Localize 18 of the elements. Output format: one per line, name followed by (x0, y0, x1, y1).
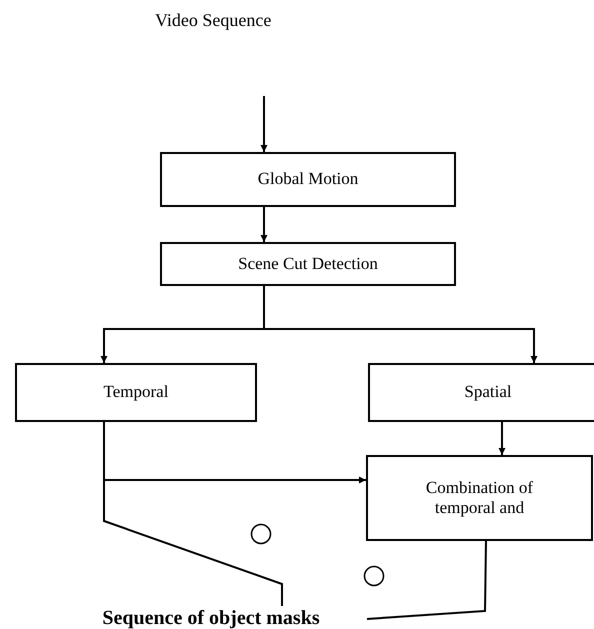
box-label: Combination of temporal and (424, 478, 534, 518)
process-box (368, 363, 594, 422)
process-box (160, 242, 456, 286)
box-label: Spatial (464, 382, 512, 403)
arrow (498, 422, 506, 455)
output-text: Sequence of object masks (102, 606, 320, 629)
connector-line (366, 540, 487, 620)
arrow (260, 207, 268, 242)
box-label: Temporal (104, 382, 168, 403)
process-box (160, 152, 456, 207)
process-box (15, 363, 257, 422)
box-label: Scene Cut Detection (238, 254, 378, 274)
arrow (263, 286, 538, 363)
connector-line (103, 422, 283, 606)
diagram-title: Video Sequence (155, 10, 272, 31)
arrow (260, 96, 268, 152)
box-label: Global Motion (258, 169, 358, 190)
process-box (366, 455, 593, 541)
